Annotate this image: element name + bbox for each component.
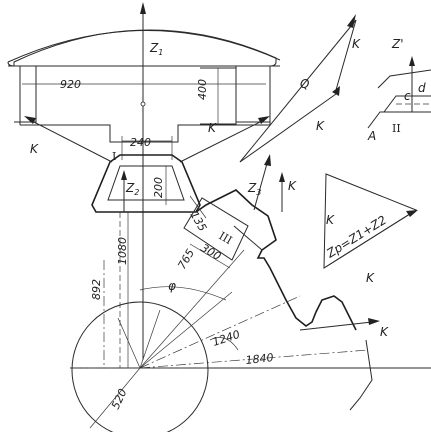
k-bottom-line	[299, 321, 373, 331]
z2-arrowhead	[121, 170, 127, 180]
label-roman1: I	[112, 150, 116, 163]
frame-inner	[107, 165, 185, 201]
k-right-arrowhead	[258, 116, 270, 124]
z1-arrowhead	[140, 2, 146, 14]
radial-1240	[139, 295, 301, 369]
label-a: A	[367, 129, 376, 143]
dim-520: 520	[109, 387, 130, 412]
label-z3: Z3	[247, 181, 261, 197]
radial-a	[117, 317, 141, 369]
label-z2: Z2	[125, 181, 139, 197]
rotation-circle	[71, 301, 209, 432]
k-right-line	[179, 119, 265, 163]
d240-ext	[121, 136, 173, 160]
radial-520	[89, 367, 141, 429]
dim-1240: 1240	[211, 328, 242, 349]
polygon-q-arrowhead	[347, 14, 356, 28]
label-z1: Z1	[149, 41, 163, 57]
platform-line	[20, 124, 270, 143]
polygon-k1	[335, 19, 357, 91]
label-roman3: III	[217, 229, 235, 247]
radial-765	[139, 291, 233, 369]
dim-200: 200	[152, 177, 165, 198]
polygon-q	[239, 19, 357, 163]
k-mid-arrowhead	[279, 172, 285, 182]
k-bottom-arrowhead	[368, 318, 380, 325]
box-iii	[183, 197, 249, 261]
dim-135: 135	[187, 209, 209, 234]
arc-765	[139, 286, 227, 301]
label-k-left: K	[30, 142, 39, 156]
z3-arrowhead	[264, 154, 271, 166]
triangle-diag	[323, 213, 411, 269]
tail-line	[349, 339, 373, 411]
d135-line	[189, 195, 207, 219]
radial-up	[139, 309, 161, 369]
polygon-k2-arrowhead	[332, 86, 340, 96]
k-left-arrowhead	[24, 116, 36, 124]
k-left-line	[29, 119, 113, 163]
arm-lower-line	[233, 225, 263, 251]
label-c: c	[404, 89, 411, 103]
roof-arc	[7, 30, 281, 63]
z1-point	[140, 101, 146, 107]
label-k-polygon1: K	[352, 37, 361, 51]
dim-240: 240	[130, 136, 151, 149]
label-k-bottom: K	[380, 325, 389, 339]
radial-phi	[139, 249, 245, 369]
label-k-triangle2: K	[366, 271, 375, 285]
label-k-polygon2: K	[316, 119, 325, 133]
polygon-k2	[239, 93, 337, 163]
z3-axis	[253, 159, 269, 211]
detail-zprime-arrowhead	[409, 56, 415, 66]
dim-892: 892	[90, 279, 103, 300]
dim-1080: 1080	[116, 237, 129, 265]
label-q: Q	[300, 77, 309, 91]
dim-920: 920	[60, 78, 81, 91]
dim-400: 400	[196, 79, 209, 100]
radial-1840	[139, 349, 369, 369]
detail-outline	[367, 69, 431, 129]
label-k-triangle1: K	[326, 213, 335, 227]
label-roman2: II	[392, 122, 401, 135]
frame-trapezoid	[91, 154, 201, 213]
label-k-right: K	[208, 121, 217, 135]
label-k-mid: K	[288, 179, 297, 193]
label-d: d	[418, 81, 426, 95]
dim-300: 300	[199, 241, 224, 263]
label-phi: φ	[168, 279, 176, 293]
label-zprime: Z'	[391, 37, 404, 51]
triangle-arrowhead	[406, 210, 418, 217]
dim-1840: 1840	[245, 351, 274, 367]
d300-line	[189, 243, 231, 269]
arc-1240	[209, 337, 239, 351]
dim-765: 765	[175, 247, 197, 272]
